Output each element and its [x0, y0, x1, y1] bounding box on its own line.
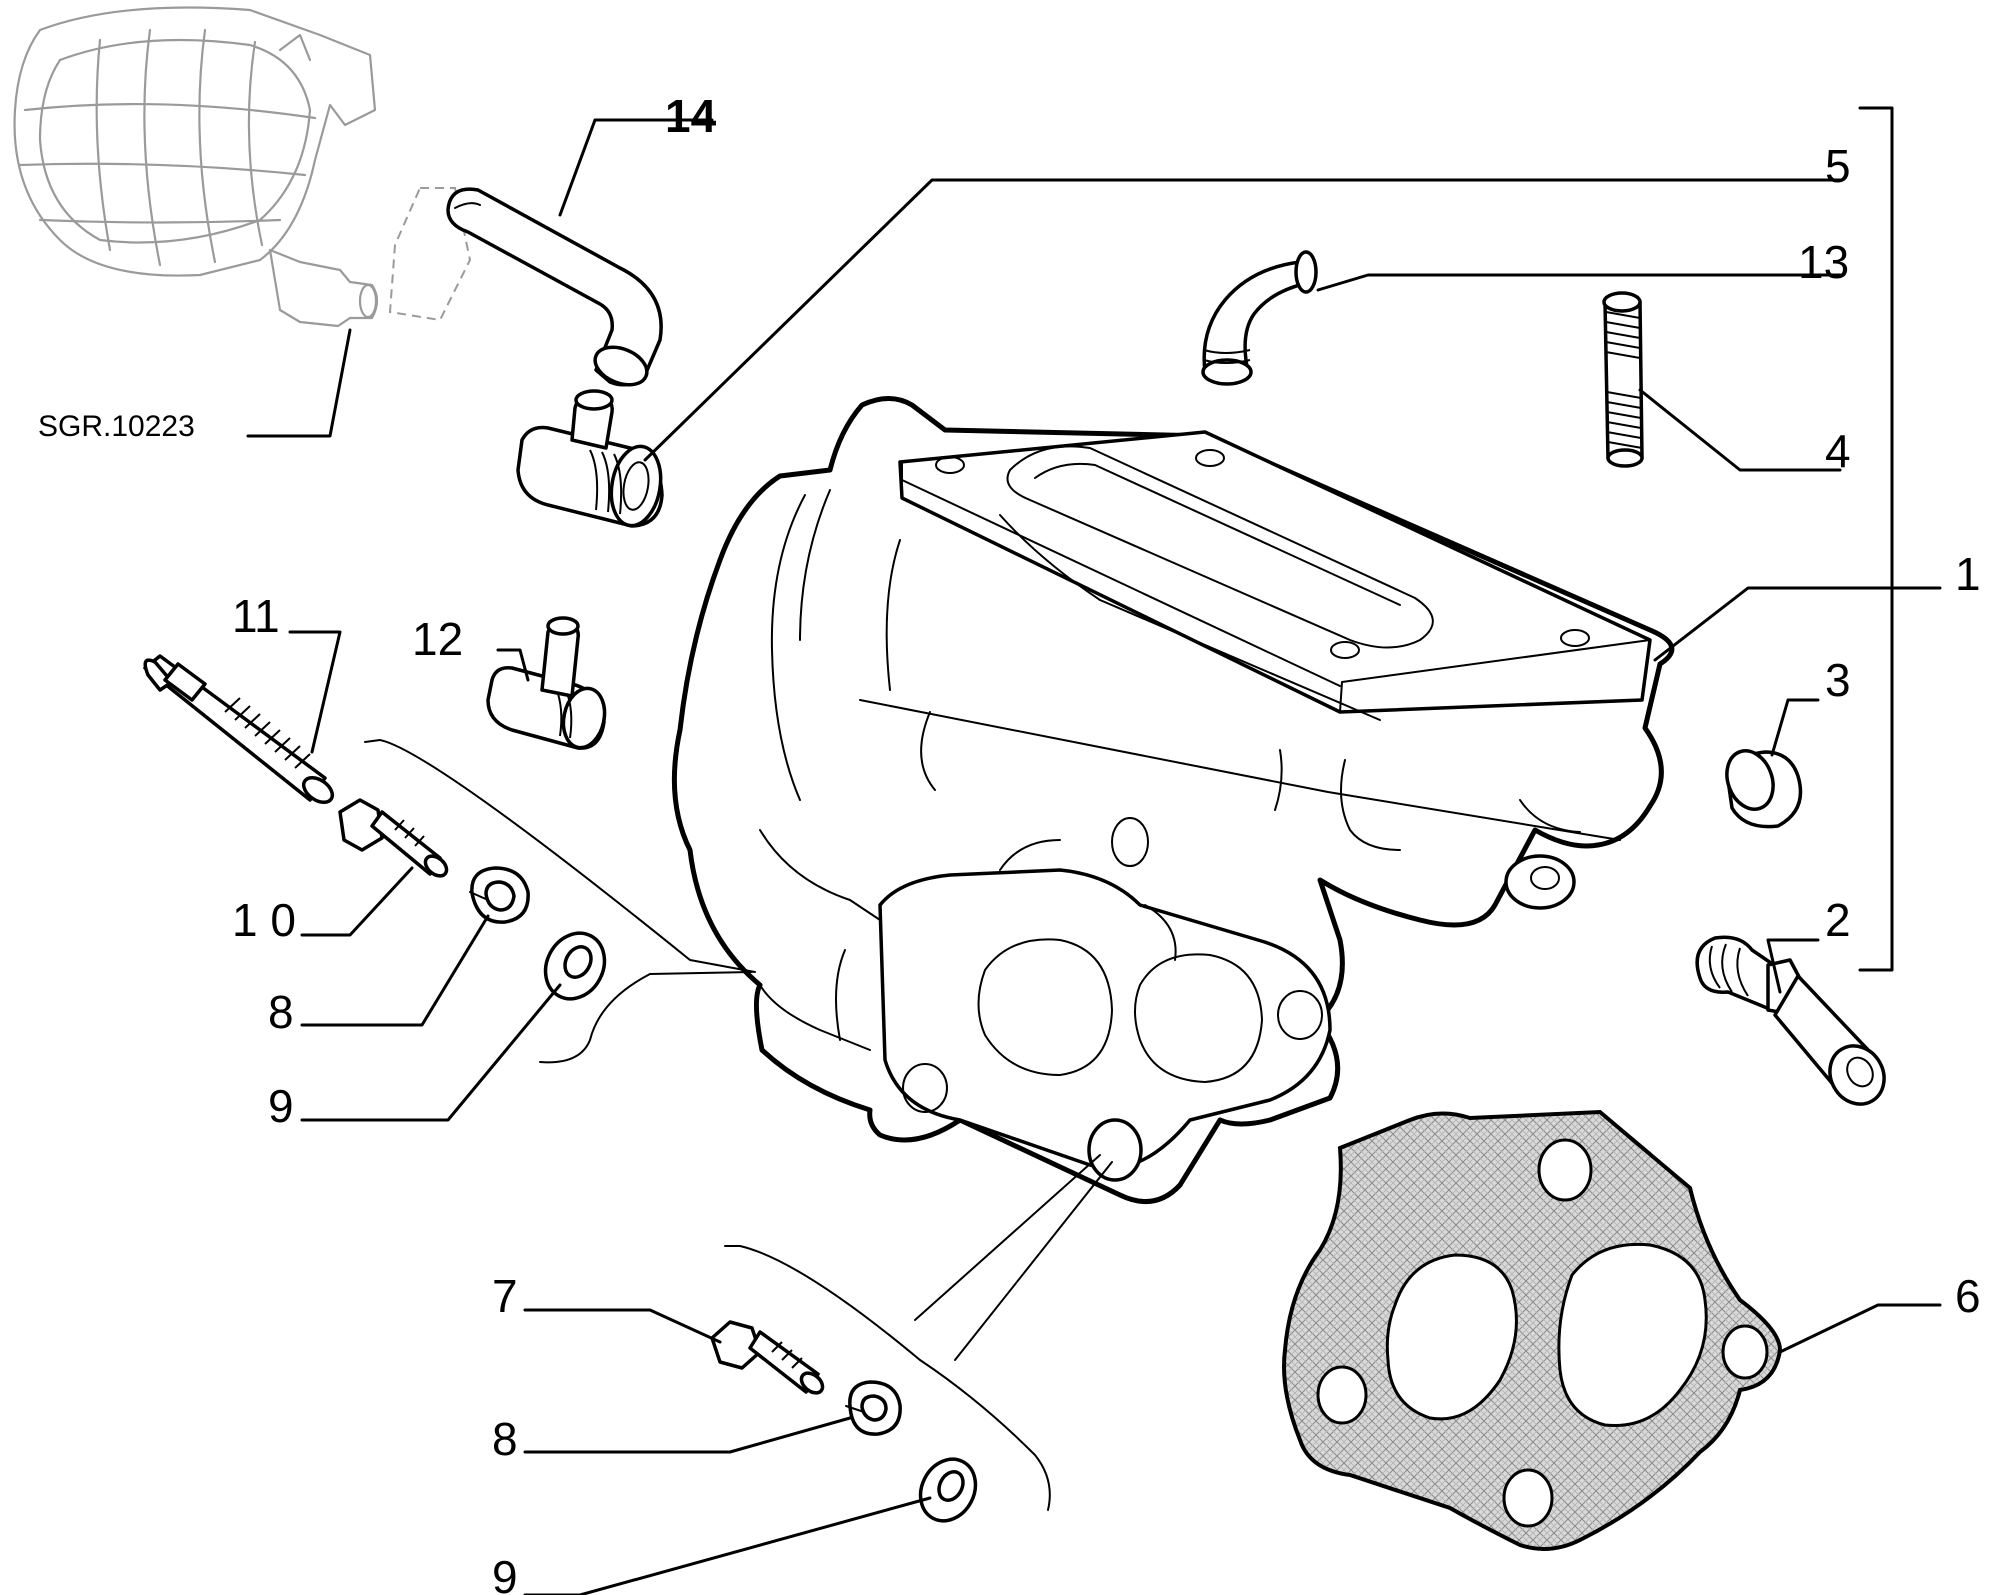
label-1: 1 — [1955, 548, 1981, 600]
label-8-upper: 8 — [268, 986, 294, 1038]
callout-labels: 14 5 13 4 1 3 2 6 11 12 1 0 8 9 7 8 9 SG… — [38, 90, 1981, 1595]
part-5-elbow-fitting — [516, 389, 664, 528]
part-9-washer-upper — [543, 931, 607, 1001]
label-9-upper: 9 — [268, 1080, 294, 1132]
part-2-pipe-fitting — [1695, 935, 1886, 1106]
part-4-stud — [1602, 291, 1644, 468]
part-8-lock-washer-lower — [845, 1380, 902, 1436]
label-6: 6 — [1955, 1270, 1981, 1322]
label-9-lower: 9 — [492, 1551, 518, 1595]
label-7: 7 — [492, 1270, 518, 1322]
part-6-gasket — [1282, 1109, 1783, 1551]
part-13-elbow — [1201, 250, 1318, 386]
label-4: 4 — [1825, 425, 1851, 477]
part-9-washer-lower — [918, 1457, 978, 1523]
label-10: 1 0 — [232, 894, 296, 946]
assembly-brackets — [364, 106, 1894, 1511]
label-14: 14 — [665, 90, 717, 142]
part-7-bolt — [710, 1320, 825, 1395]
part-11-long-stud — [143, 654, 335, 805]
leader-lines — [246, 118, 1942, 1595]
part-8-lock-washer-upper — [469, 866, 530, 924]
part-12-elbow-fitting — [486, 616, 607, 750]
label-2: 2 — [1825, 894, 1851, 946]
label-8-lower: 8 — [492, 1413, 518, 1465]
part-10-bolt — [338, 798, 449, 878]
label-13: 13 — [1798, 236, 1849, 288]
part-3-cap — [1725, 749, 1803, 829]
reference-code: SGR.10223 — [38, 410, 195, 443]
reference-tank-ghost — [13, 6, 472, 328]
label-3: 3 — [1825, 654, 1851, 706]
label-12: 12 — [412, 613, 463, 665]
label-11: 11 — [232, 590, 280, 642]
label-5: 5 — [1825, 140, 1851, 192]
part-1-exhaust-manifold — [671, 396, 1675, 1204]
part-14-hose — [446, 187, 663, 387]
